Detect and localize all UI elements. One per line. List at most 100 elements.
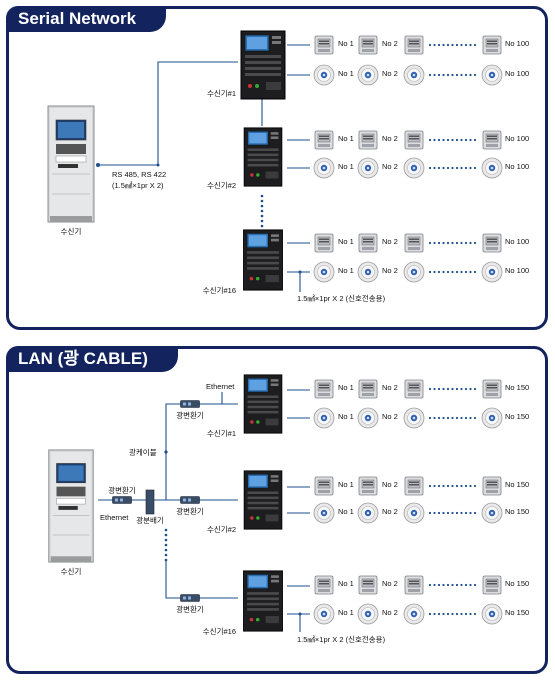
optical-cable-label: 광케이블: [129, 447, 157, 457]
svg-text:No 1: No 1: [338, 412, 354, 421]
continuation-dot: [433, 73, 436, 77]
continuation-dot: [451, 511, 454, 515]
continuation-dot: [460, 387, 463, 391]
lan-receiver-16-devices: No 1 No 2 No 150 No 1 No 2 No 150: [313, 575, 529, 625]
svg-text:No 2: No 2: [382, 266, 398, 275]
continuation-dot: [442, 73, 445, 77]
continuation-dot: [464, 416, 468, 420]
detector-icon: [481, 64, 503, 86]
svg-text:No 100: No 100: [505, 162, 529, 171]
continuation-dot: [428, 387, 432, 391]
continuation-dot: [460, 484, 463, 488]
main-unit-label: 수신기: [61, 227, 82, 236]
continuation-dot: [469, 43, 472, 47]
continuation-dot: [460, 583, 463, 587]
main-control-cabinet: [47, 105, 95, 223]
continuation-dot: [455, 612, 459, 616]
continuation-dot: [442, 416, 445, 420]
serial-link-label-1: RS 485, RS 422: [112, 170, 166, 179]
svg-text:No 1: No 1: [338, 134, 354, 143]
detector-icon: [313, 261, 335, 283]
lan-receiver-1-devices: No 1 No 2 No 150 No 1 No 2 No 150: [313, 379, 529, 429]
svg-text:No 100: No 100: [505, 134, 529, 143]
lan-receiver-2-label: 수신기#2: [207, 525, 236, 534]
svg-text:No 100: No 100: [505, 69, 529, 78]
continuation-dot: [451, 484, 454, 488]
continuation-dot: [451, 416, 454, 420]
continuation-dot: [433, 416, 436, 420]
serial-wiring: [98, 44, 310, 292]
detector-icon: [481, 502, 503, 524]
svg-text:No 1: No 1: [338, 507, 354, 516]
continuation-dot: [428, 73, 432, 77]
continuation-dot: [455, 166, 459, 170]
svg-text:No 1: No 1: [338, 266, 354, 275]
terminal-box-icon: [404, 130, 424, 150]
continuation-dot: [442, 166, 445, 170]
detector-icon: [313, 157, 335, 179]
continuation-dot: [446, 416, 450, 420]
detector-icon: [481, 261, 503, 283]
continuation-dot: [446, 270, 450, 274]
continuation-dot: [437, 43, 441, 47]
continuation-dot: [473, 166, 477, 170]
optical-splitter: [145, 489, 155, 515]
continuation-dot: [455, 270, 459, 274]
lan-dotted-link: [164, 528, 168, 562]
svg-text:No 150: No 150: [505, 507, 529, 516]
terminal-box-icon: [404, 233, 424, 253]
continuation-dot: [437, 387, 441, 391]
svg-text:No 100: No 100: [505, 237, 529, 246]
continuation-dot: [437, 241, 441, 245]
continuation-dot: [433, 270, 436, 274]
svg-text:No 1: No 1: [338, 383, 354, 392]
detector-icon: [481, 603, 503, 625]
detector-icon: [403, 157, 425, 179]
continuation-dot: [469, 416, 472, 420]
detector-icon: [357, 502, 379, 524]
continuation-dot: [446, 583, 450, 587]
svg-text:No 150: No 150: [505, 608, 529, 617]
continuation-dot: [442, 138, 445, 142]
continuation-dot: [433, 612, 436, 616]
continuation-dot: [455, 387, 459, 391]
converter-label-2: 광변환기: [176, 506, 204, 516]
top-ethernet-label: Ethernet: [206, 382, 235, 391]
detector-icon: [481, 157, 503, 179]
terminal-box-icon: [358, 130, 378, 150]
continuation-dot: [433, 241, 436, 245]
continuation-dot: [460, 241, 463, 245]
svg-text:No 2: No 2: [382, 134, 398, 143]
svg-text:No 2: No 2: [382, 480, 398, 489]
continuation-dot: [446, 484, 450, 488]
continuation-dot: [469, 583, 472, 587]
continuation-dot: [469, 270, 472, 274]
lan-main-unit-label: 수신기: [61, 567, 82, 576]
serial-cable-note: 1.5㎟×1pr X 2 (신호전송용): [297, 293, 386, 303]
terminal-box-icon: [314, 379, 334, 399]
serial-receiver-16-devices: No 1 No 2 No 100 No 1 No 2 No 100: [313, 233, 529, 283]
terminal-box-icon: [404, 35, 424, 55]
continuation-dot: [469, 241, 472, 245]
detector-icon: [357, 261, 379, 283]
continuation-dot: [464, 583, 468, 587]
serial-dotted-link: [260, 194, 264, 228]
svg-text:No 2: No 2: [382, 383, 398, 392]
continuation-dot: [460, 416, 463, 420]
continuation-dot: [433, 43, 436, 47]
continuation-dot: [473, 43, 477, 47]
continuation-dot: [473, 416, 477, 420]
continuation-dot: [451, 612, 454, 616]
continuation-dot: [473, 270, 477, 274]
lan-receiver-1-cabinet: [243, 374, 283, 434]
continuation-dot: [428, 138, 432, 142]
svg-text:No 2: No 2: [382, 162, 398, 171]
svg-text:No 1: No 1: [338, 608, 354, 617]
lan-receiver-1-label: 수신기#1: [207, 429, 236, 438]
svg-text:No 2: No 2: [382, 412, 398, 421]
serial-receiver-1-devices: No 1 No 2 No 100 No 1 No 2 No 100: [313, 35, 529, 86]
terminal-box-icon: [404, 476, 424, 496]
svg-text:No 2: No 2: [382, 579, 398, 588]
detector-icon: [403, 64, 425, 86]
continuation-dot: [460, 511, 463, 515]
